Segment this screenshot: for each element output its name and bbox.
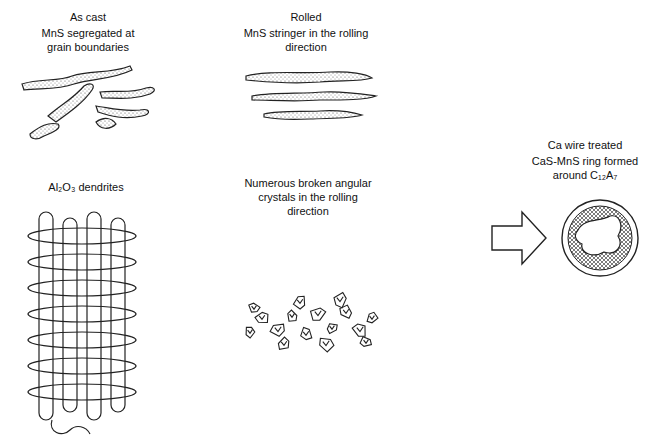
heading-label: Ca wire treated [520,138,650,152]
mns-grain-boundary [22,66,154,139]
caption-label: Numerous broken angular crystals in the … [243,176,373,218]
heading-label: Al₂O₃ dendrites [21,180,151,194]
c12a7-core [575,216,620,255]
cas-mns-ring [568,206,632,270]
mns-stringer [246,72,376,120]
heading-label: As cast [28,10,148,24]
al2o3-dendrite [28,212,136,434]
caption-label: MnS stringer in the rolling direction [241,26,371,54]
heading-label: Rolled [241,10,371,24]
caption-label: MnS segregated at grain boundaries [28,26,148,54]
caption-label: CaS-MnS ring formed around C₁₂A₇ [520,154,650,182]
broken-crystal [246,293,378,352]
block-arrow [492,212,546,264]
ring-outline [562,200,638,276]
